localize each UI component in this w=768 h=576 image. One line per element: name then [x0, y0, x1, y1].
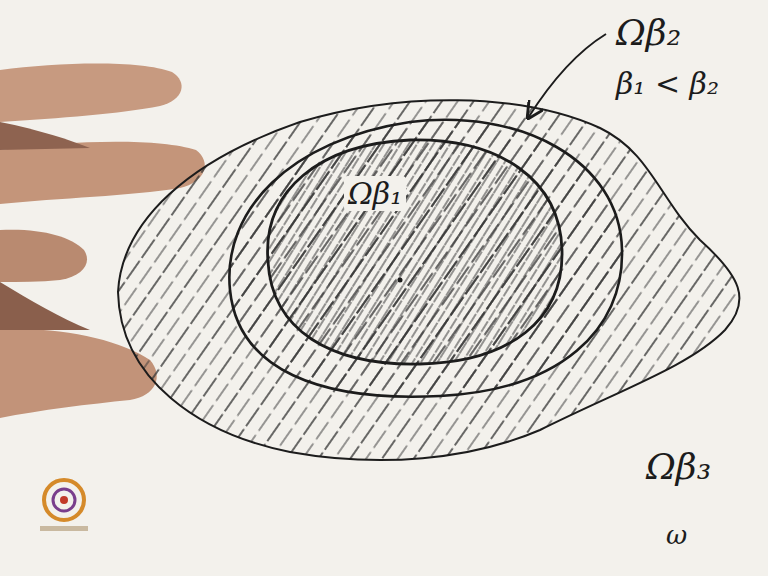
region-label: β₁ < β₂ — [612, 66, 723, 101]
region-label: Ωβ₁ — [344, 176, 406, 211]
symbol-label: ω — [662, 520, 691, 551]
center-dot — [398, 278, 403, 283]
inner-region — [268, 140, 562, 364]
region-label: Ωβ₂ — [612, 12, 685, 54]
outer-region — [118, 100, 740, 460]
region-label: Ωβ₃ — [642, 446, 715, 488]
pointer-arrow — [528, 34, 606, 118]
logo — [40, 480, 88, 531]
middle-region — [229, 120, 622, 397]
